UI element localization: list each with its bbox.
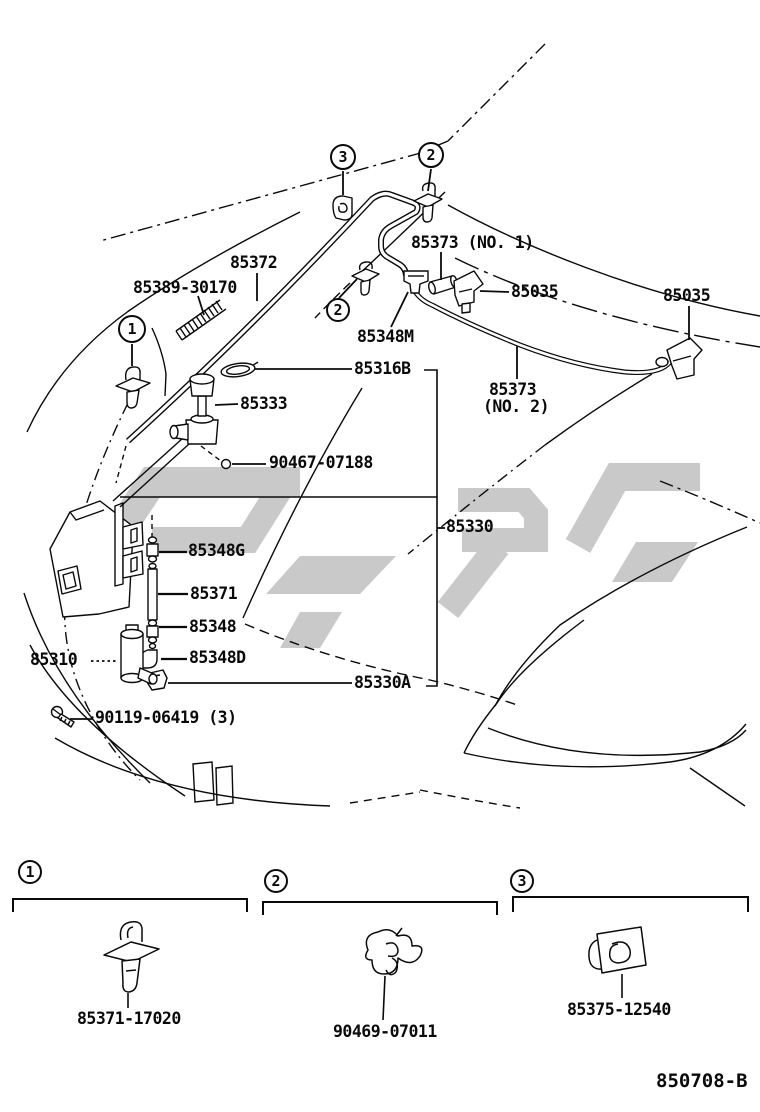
screw-90119 bbox=[50, 705, 75, 728]
joint-85348G bbox=[146, 536, 159, 570]
legend-clip-2 bbox=[365, 927, 423, 976]
headlight-inner bbox=[487, 727, 747, 757]
a-pillar-curve bbox=[26, 211, 301, 433]
legend-clips bbox=[103, 920, 647, 1021]
cowl-right-lower bbox=[454, 257, 760, 348]
cowl-right-upper bbox=[447, 204, 760, 317]
watermark-logo bbox=[69, 463, 700, 648]
left-wheel-arch-2 bbox=[29, 644, 186, 797]
legend-brackets bbox=[12, 896, 749, 915]
hood-front-edge bbox=[494, 526, 748, 707]
center-dashdot bbox=[63, 402, 141, 781]
joint-85348 bbox=[146, 619, 159, 650]
bumper-right-diag bbox=[689, 767, 746, 807]
fender-arc-small bbox=[151, 327, 167, 397]
clip-1-main bbox=[115, 366, 151, 409]
cap-85316B bbox=[220, 361, 259, 378]
tube-85371 bbox=[147, 568, 158, 621]
legend-clip-3 bbox=[588, 926, 647, 974]
clip-2-main-top bbox=[413, 182, 443, 223]
grommet-90467 bbox=[220, 458, 232, 470]
hose-85372 bbox=[125, 190, 421, 444]
car-body-lines bbox=[23, 43, 760, 809]
clip-3-main bbox=[332, 195, 353, 221]
bracket-85330 bbox=[424, 369, 438, 687]
filler-neck bbox=[112, 373, 219, 508]
right-fender-dashdot bbox=[659, 480, 760, 524]
legend-clip-1 bbox=[103, 920, 160, 993]
hose-85373-no2 bbox=[411, 288, 672, 375]
nozzle-85035-right bbox=[655, 337, 703, 380]
hood-front-dash bbox=[244, 623, 521, 707]
tee-connector bbox=[403, 270, 429, 294]
legend-bracket-1 bbox=[12, 898, 248, 912]
washer-hoses bbox=[125, 190, 672, 444]
coiled-tube-85389 bbox=[175, 299, 227, 341]
components bbox=[49, 182, 703, 728]
washer-tank bbox=[49, 500, 144, 618]
hood-center-crease bbox=[544, 373, 653, 446]
headlight-bottom bbox=[463, 723, 747, 768]
leader-lines bbox=[70, 168, 690, 720]
legend-bracket-2 bbox=[262, 901, 498, 915]
filler-cup-85333 bbox=[189, 373, 215, 385]
windshield-edge-line bbox=[447, 43, 546, 142]
clip-2-main-low bbox=[351, 261, 380, 296]
washer-pump-85310 bbox=[120, 624, 158, 685]
headlight-left-edge bbox=[463, 619, 585, 754]
bumper-lower bbox=[54, 737, 331, 807]
legend-bracket-3 bbox=[512, 896, 749, 912]
nozzle-85035-left bbox=[453, 270, 484, 314]
left-wheel-arch-1 bbox=[23, 592, 151, 784]
